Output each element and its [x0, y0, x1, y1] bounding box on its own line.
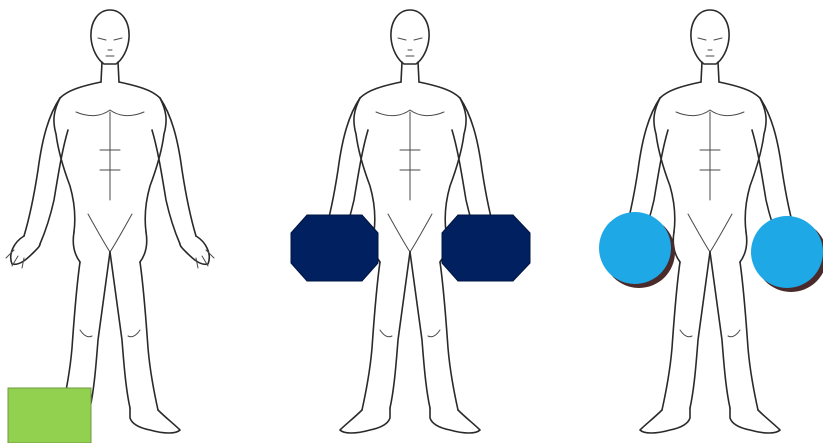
green-square-marker	[8, 388, 91, 443]
figure-plain	[6, 10, 214, 433]
left-sky-blue-circle-marker	[599, 212, 671, 284]
right-sky-blue-circle-marker	[751, 216, 823, 288]
left-navy-octagon-marker	[291, 215, 378, 281]
right-navy-octagon-marker	[442, 215, 530, 281]
